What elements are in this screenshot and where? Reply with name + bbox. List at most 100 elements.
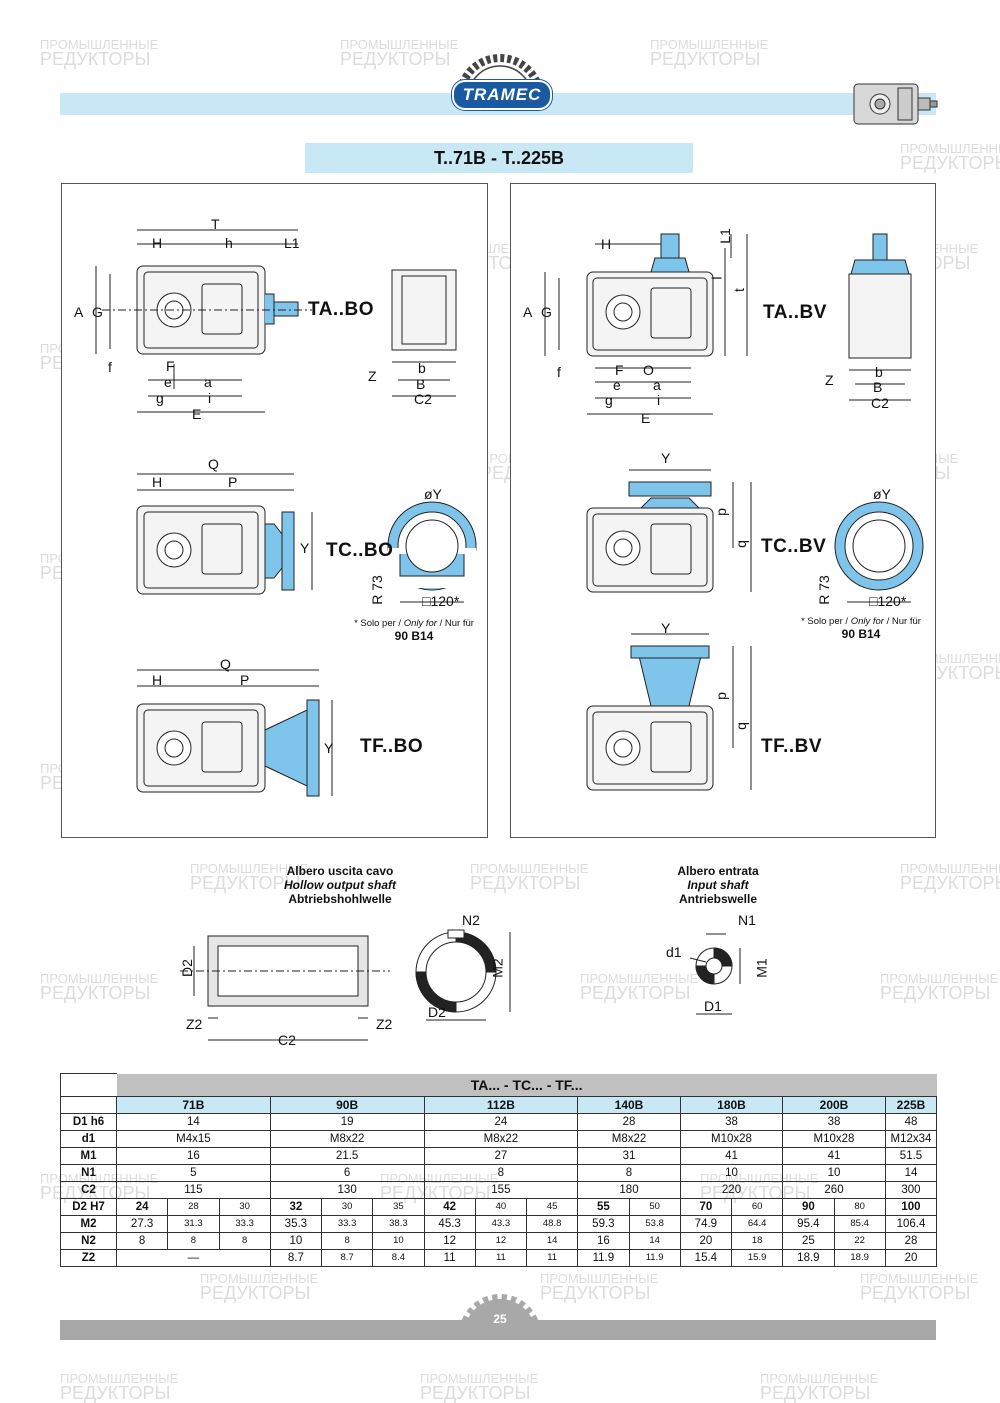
dim-f: f [108,359,112,375]
size-header: 180B [679,1096,784,1114]
table-cell: M8x22 [423,1130,579,1148]
table-cell: 18 [730,1232,784,1250]
dim-H-tf: H [152,672,163,688]
table-cell: 220 [679,1181,784,1199]
table-cell: 12 [474,1232,528,1250]
size-header: 71B [116,1096,271,1114]
size-header: 225B [884,1096,938,1114]
footer-gear-icon [459,1294,541,1340]
dim-P-tf: P [240,672,250,688]
table-cell: 8.4 [372,1249,425,1267]
dim-G: G [92,304,103,320]
table-cell: 14 [525,1232,579,1250]
dim-a-r: a [653,377,661,393]
table-cell: 14 [116,1113,271,1131]
dim-Y-tf: Y [324,740,334,756]
dim-A-r: A [523,304,533,320]
table-cell: 31 [577,1147,681,1165]
table-cell: 14 [884,1164,938,1182]
table-cell: 19 [269,1113,425,1131]
table-cell: 80 [833,1198,886,1216]
row-label: M1 [60,1147,117,1165]
dim-l-r: l [708,276,725,280]
dim-e-r: e [613,377,621,393]
table-cell: 74.9 [679,1215,733,1233]
flange-square-r: □120* [869,593,907,609]
table-cell: — [116,1249,271,1267]
dim-C2-r: C2 [871,395,889,411]
dim-g-r: g [605,392,613,408]
table-cell: 8.7 [269,1249,323,1267]
table-cell: 11.9 [628,1249,681,1267]
flange-diameter: øY [424,486,442,502]
row-label: Z2 [60,1249,117,1267]
table-cell: 95.4 [782,1215,835,1233]
size-header: 140B [577,1096,681,1114]
size-header: 90B [269,1096,425,1114]
table-cell: 50 [628,1198,681,1216]
table-cell: 31.3 [167,1215,220,1233]
table-cell: 8 [577,1164,681,1182]
dim-i: i [208,390,212,406]
table-cell: 40 [474,1198,528,1216]
dim-Z: Z [368,368,377,384]
table-cell: 42 [423,1198,476,1216]
table-cell: 300 [884,1181,938,1199]
table-cell: 38 [782,1113,886,1131]
title-band [305,143,693,173]
row-label: C2 [60,1181,117,1199]
table-cell: 155 [423,1181,579,1199]
dim-b-r: b [875,364,883,380]
table-cell: 100 [884,1198,938,1216]
table-cell: 8.7 [320,1249,374,1267]
table-cell: 8 [167,1232,220,1250]
dim-Z-r: Z [825,372,834,388]
table-cell: 33.3 [218,1215,271,1233]
dim-P-tc: P [228,474,238,490]
input-d1: d1 [666,944,682,960]
table-cell: 30 [320,1198,374,1216]
page-number: 25 [493,1312,507,1326]
dim-F: F [166,358,175,374]
table-cell: 21.5 [269,1147,425,1165]
row-label: d1 [60,1130,117,1148]
table-cell: 11 [525,1249,579,1267]
dim-Y-tc-r: Y [661,450,671,466]
dim-q-tc-r: q [732,540,749,548]
hollow-N2: N2 [462,912,480,928]
product-thumbnail [852,80,938,128]
table-cell: 11 [423,1249,476,1267]
table-cell: 43.3 [474,1215,528,1233]
flange-note-r: * Solo per / Only for / Nur für 90 B14 [801,616,921,641]
input-M1: M1 [753,958,770,978]
table-cell: M8x22 [269,1130,425,1148]
table-cell: 22 [833,1232,886,1250]
dim-A: A [74,304,84,320]
input-D1: D1 [704,998,722,1014]
dim-p-tf-r: p [712,692,729,700]
dim-G-r: G [541,304,552,320]
model-TF-BO: TF..BO [360,736,424,757]
table-cell: 38 [679,1113,784,1131]
table-cell: 25 [782,1232,835,1250]
table-cell: M12x34 [884,1130,938,1148]
hollow-shaft-caption: Albero uscita cavo Hollow output shaft A… [284,864,396,906]
table-cell: 18.9 [833,1249,886,1267]
dim-Q-tf: Q [220,656,231,672]
dim-i-r: i [657,392,661,408]
table-cell: 35.3 [269,1215,323,1233]
hollow-M2: M2 [489,958,506,978]
dim-t-r: t [730,288,747,292]
table-cell: 30 [218,1198,271,1216]
